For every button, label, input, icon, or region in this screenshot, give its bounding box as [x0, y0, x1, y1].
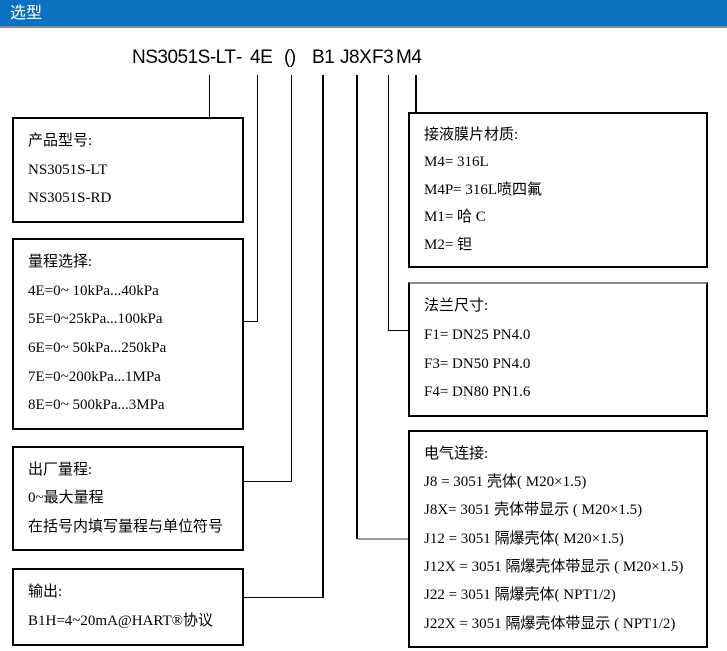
output-box: 输出: B1H=4~20mA@HART®协议 — [12, 568, 244, 646]
electrical-option: J22 = 3051 隔爆壳体( NPT1/2) — [424, 587, 616, 604]
section-title: 选型 — [10, 5, 43, 22]
range-selection-heading: 量程选择: — [28, 254, 93, 271]
material-option: M2= 钽 — [424, 236, 473, 253]
range-option: 6E=0~ 50kPa...250kPa — [28, 340, 167, 357]
connector-base-vertical — [209, 75, 210, 118]
range-option: 4E=0~ 10kPa...40kPa — [28, 282, 159, 299]
material-option: M4P= 316L喷四氟 — [424, 181, 543, 198]
model-code-part-output: B1 — [312, 47, 335, 68]
factory-range-line: 在括号内填写量程与单位符号 — [28, 518, 224, 535]
model-code-part-dash: - — [236, 47, 242, 68]
product-model-option: NS3051S-RD — [28, 190, 112, 207]
electrical-option: J8X= 3051 壳体带显示 ( M20×1.5) — [424, 502, 643, 519]
range-option: 5E=0~25kPa...100kPa — [28, 311, 163, 328]
output-option: B1H=4~20mA@HART®协议 — [28, 613, 214, 630]
model-code-title: NS3051S-LT - 4E () B1 J8X F3 M4 — [0, 47, 727, 73]
model-code-part-base: NS3051S-LT — [132, 47, 236, 68]
model-code-part-range: 4E — [250, 47, 273, 68]
connector-flange-horizontal — [389, 330, 408, 331]
range-selection-box: 量程选择: 4E=0~ 10kPa...40kPa 5E=0~25kPa...1… — [12, 238, 244, 430]
connector-range-vertical — [257, 75, 258, 322]
material-option: M4= 316L — [424, 154, 489, 171]
connector-flange-vertical — [388, 75, 389, 331]
material-option: M1= 哈 C — [424, 209, 486, 226]
flange-size-box: 法兰尺寸: F1= DN25 PN4.0 F3= DN50 PN4.0 F4= … — [408, 282, 708, 417]
electrical-connection-heading: 电气连接: — [424, 445, 489, 462]
electrical-connection-box: 电气连接: J8 = 3051 壳体( M20×1.5) J8X= 3051 壳… — [408, 430, 708, 648]
connector-electrical-vertical — [356, 75, 358, 539]
range-option: 8E=0~ 500kPa...3MPa — [28, 397, 165, 414]
flange-option: F3= DN50 PN4.0 — [424, 355, 531, 372]
connector-material-vertical — [415, 75, 417, 113]
electrical-option: J12 = 3051 隔爆壳体( M20×1.5) — [424, 530, 624, 547]
flange-option: F1= DN25 PN4.0 — [424, 326, 531, 343]
model-code-part-electrical: J8X — [340, 47, 372, 68]
electrical-option: J8 = 3051 壳体( M20×1.5) — [424, 474, 587, 491]
product-model-heading: 产品型号: — [28, 133, 93, 150]
connector-electrical-horizontal — [358, 538, 408, 540]
model-code-part-parens: () — [284, 47, 296, 68]
electrical-option: J22X = 3051 隔爆壳体带显示 ( NPT1/2) — [424, 615, 676, 632]
flange-size-heading: 法兰尺寸: — [424, 298, 489, 315]
product-model-box: 产品型号: NS3051S-LT NS3051S-RD — [12, 117, 244, 223]
connector-output-vertical — [322, 75, 324, 598]
connector-output-horizontal — [244, 597, 322, 598]
flange-option: F4= DN80 PN1.6 — [424, 384, 531, 401]
product-model-option: NS3051S-LT — [28, 161, 108, 178]
electrical-option: J12X = 3051 隔爆壳体带显示 ( M20×1.5) — [424, 559, 684, 576]
connector-parens-horizontal — [244, 481, 291, 482]
diaphragm-material-box: 接液膜片材质: M4= 316L M4P= 316L喷四氟 M1= 哈 C M2… — [408, 112, 708, 268]
model-code-part-flange: F3 — [372, 47, 394, 68]
factory-range-line: 0~最大量程 — [28, 490, 104, 507]
output-heading: 输出: — [28, 584, 63, 601]
connector-parens-vertical — [291, 75, 292, 482]
factory-range-heading: 出厂量程: — [28, 461, 93, 478]
section-header-bar: 选型 — [0, 0, 727, 28]
diaphragm-material-heading: 接液膜片材质: — [424, 126, 519, 143]
range-option: 7E=0~200kPa...1MPa — [28, 368, 161, 385]
factory-range-box: 出厂量程: 0~最大量程 在括号内填写量程与单位符号 — [12, 446, 244, 551]
model-code-part-material: M4 — [396, 47, 422, 68]
connector-range-horizontal — [244, 321, 257, 322]
